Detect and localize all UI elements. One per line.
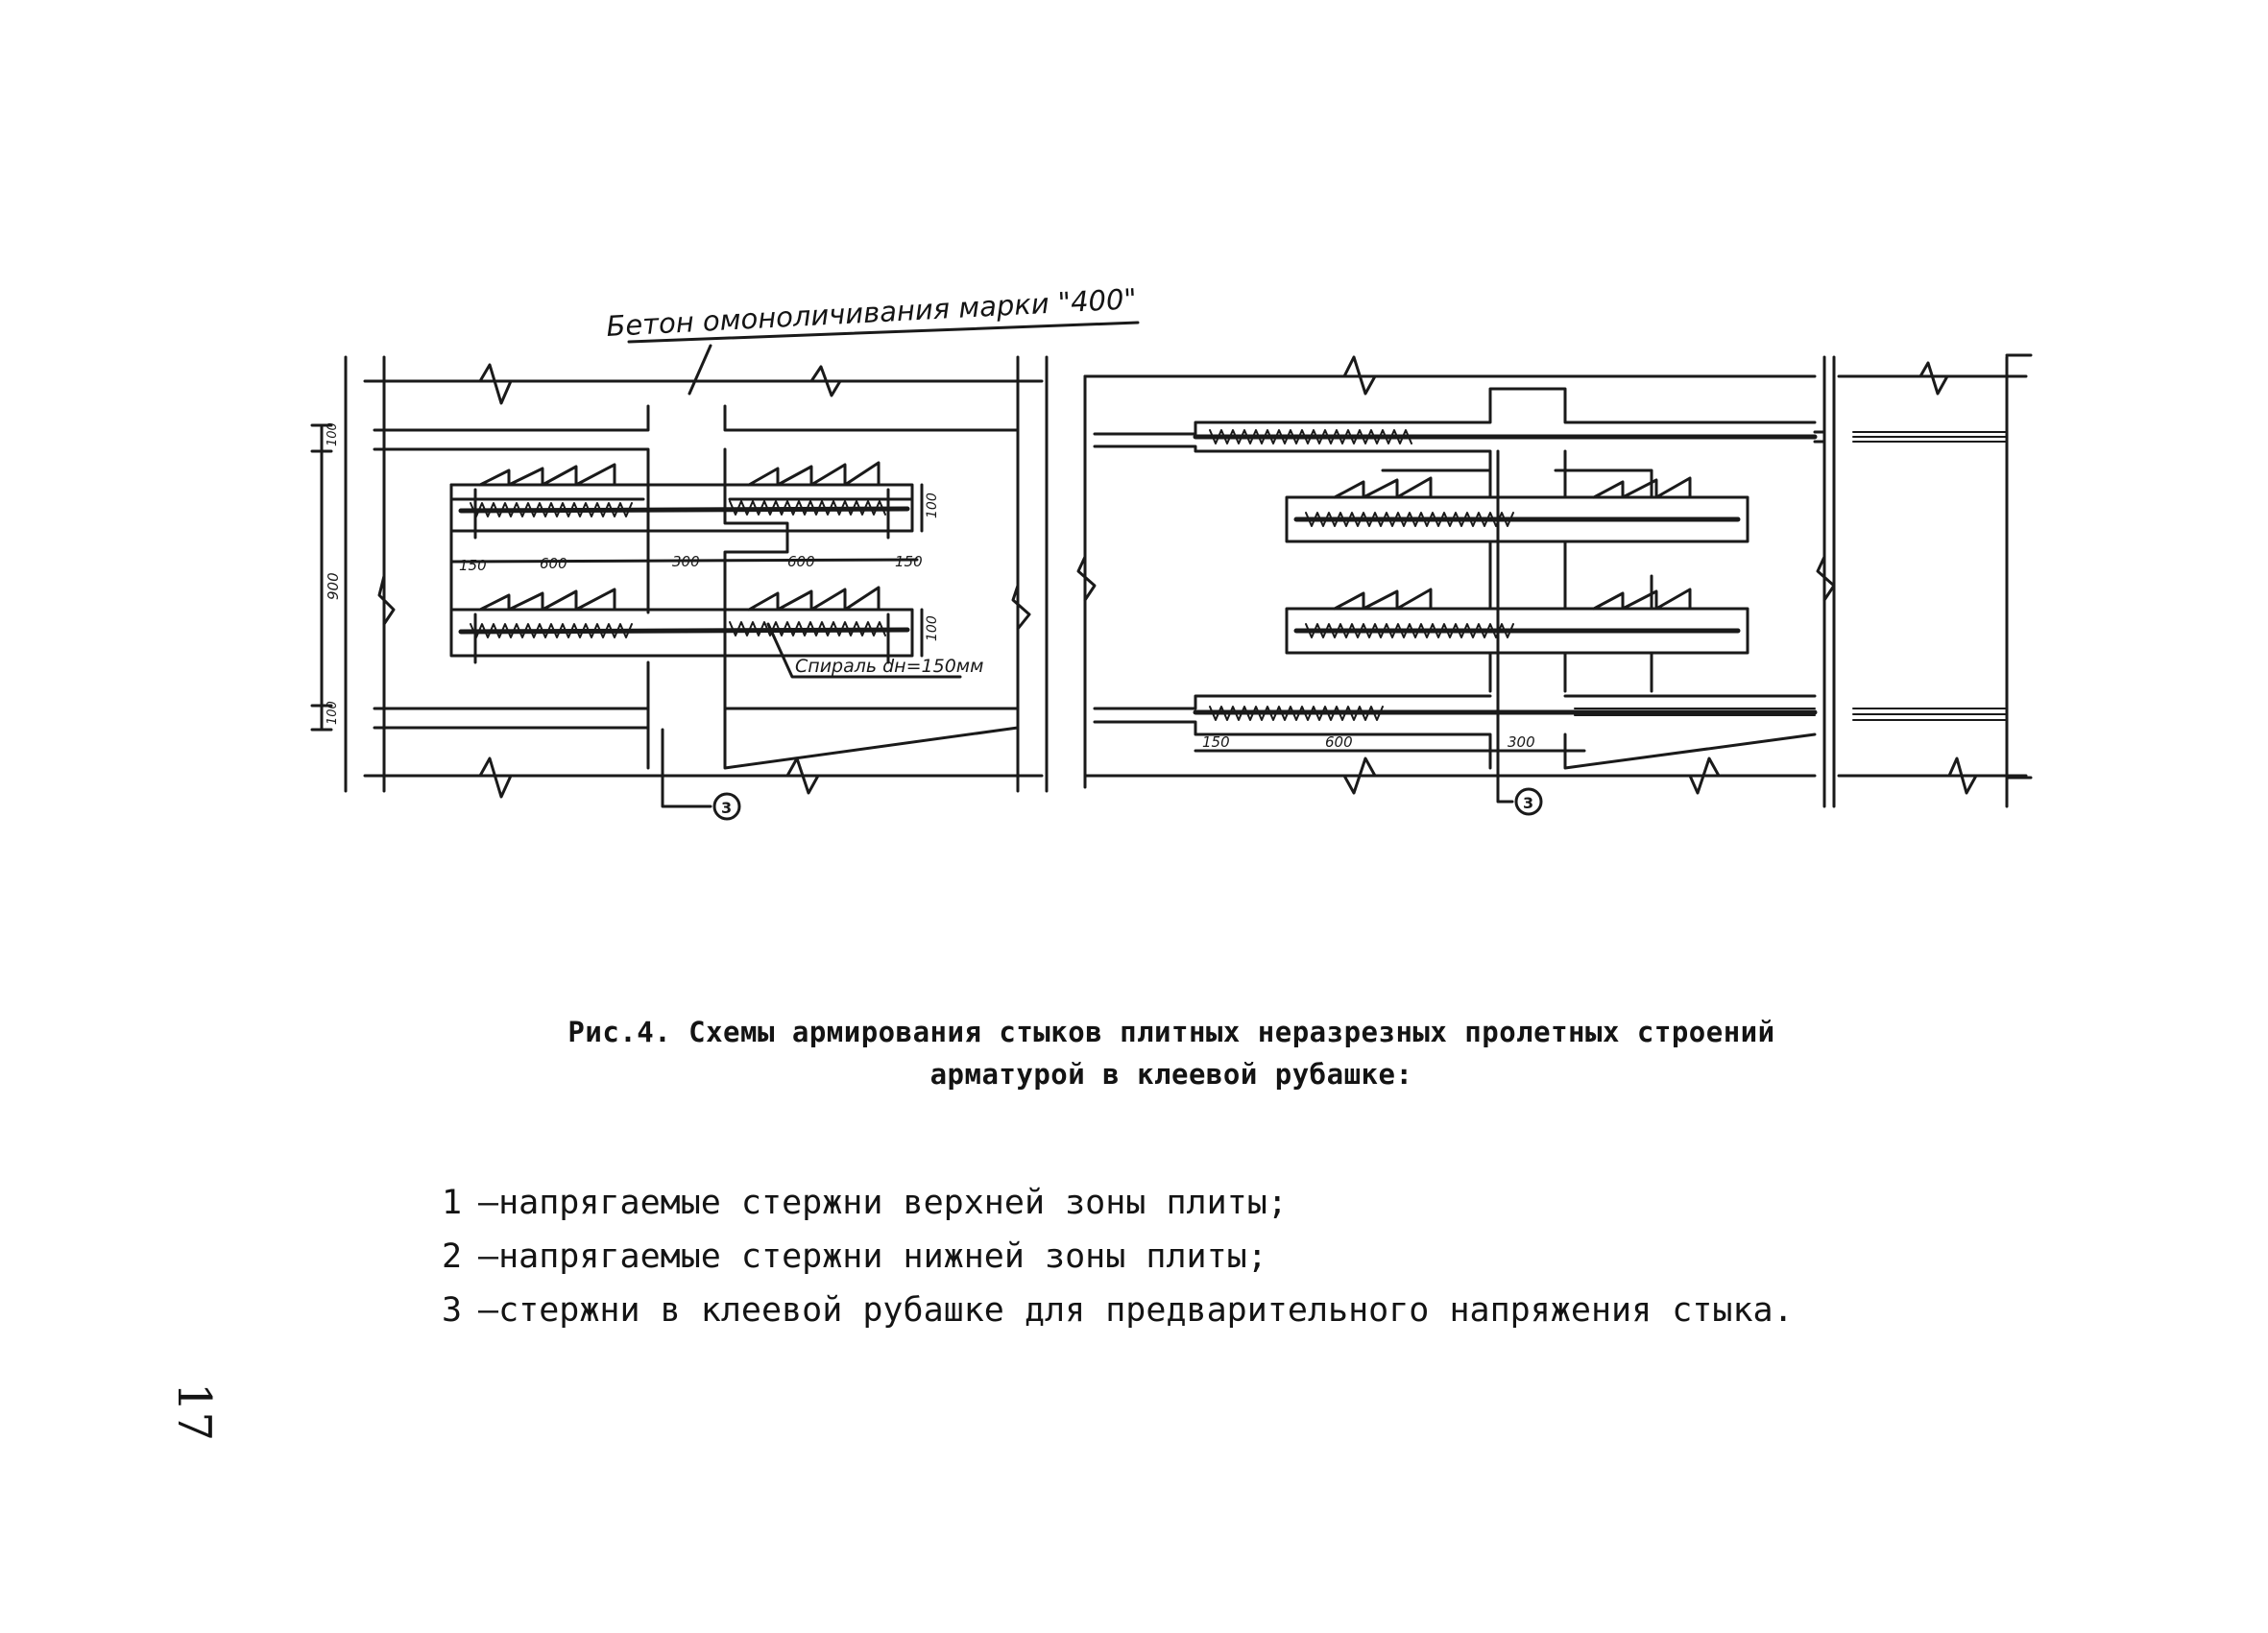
legend-number: 3 [442, 1291, 463, 1330]
dim-100-side-top: 100 [326, 422, 340, 446]
legend-item: 2 –напрягаемые стержни нижней зоны плиты; [442, 1230, 1978, 1284]
legend-text: –напрягаемые стержни верхней зоны плиты; [478, 1184, 1288, 1222]
lower-tendon-left [458, 627, 910, 635]
dim-150-right: 150 [895, 553, 923, 570]
legend-text: –стержни в клеевой рубашке для предварит… [478, 1291, 1794, 1330]
dim-150-bottom: 150 [1202, 733, 1230, 751]
section-marker-left: 3 [721, 799, 732, 817]
legend-number: 2 [442, 1237, 463, 1276]
note-leader-line [627, 321, 1140, 396]
page-number: 17 [167, 1382, 221, 1442]
dim-900-side: 900 [325, 572, 342, 600]
legend-list: 1 –напрягаемые стержни верхней зоны плиты… [442, 1176, 1978, 1337]
legend-number: 1 [442, 1184, 463, 1222]
dim-600-right: 600 [787, 553, 815, 570]
right-joint-scheme: 150 600 300 3 [1076, 353, 2033, 816]
section-marker-right: 3 [1523, 794, 1533, 812]
dim-600-bottom: 600 [1325, 733, 1353, 751]
dim-300-bottom: 300 [1508, 733, 1535, 751]
upper-tendon-left [458, 506, 910, 514]
dim-600-left: 600 [540, 555, 567, 572]
legend-item: 1 –напрягаемые стержни верхней зоны плиты… [442, 1176, 1978, 1230]
dim-100-side-bottom: 100 [326, 701, 340, 725]
dim-100-lower: 100 [925, 615, 940, 641]
dim-150-left: 150 [459, 557, 487, 574]
left-joint-scheme: 150 600 300 600 150 100 100 Спираль dн=1… [310, 355, 1049, 821]
figure-caption-line1: Рис.4. Схемы армирования стыков плитных … [567, 1016, 1775, 1048]
spiral-label: Спираль dн=150мм [795, 656, 983, 677]
dim-100-upper: 100 [925, 492, 940, 518]
legend-text: –напрягаемые стержни нижней зоны плиты; [478, 1237, 1267, 1276]
legend-item: 3 –стержни в клеевой рубашке для предвари… [442, 1284, 1978, 1337]
figure-caption-line2: арматурой в клеевой рубашке: [929, 1058, 1413, 1091]
